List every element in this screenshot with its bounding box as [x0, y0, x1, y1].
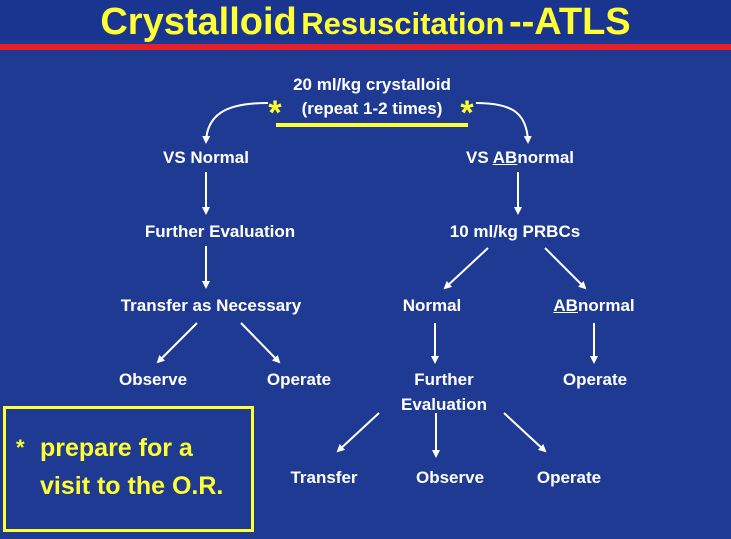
- node-transfer: Transfer: [290, 468, 358, 487]
- title-part-3: --ATLS: [508, 1, 631, 43]
- asterisk-right: *: [460, 94, 474, 132]
- title-bar: [0, 0, 731, 40]
- node-vs-abnormal: VS ABnormal: [466, 147, 574, 169]
- node-further-line2: Evaluation: [401, 395, 487, 414]
- node-further-line1: Further: [414, 370, 474, 389]
- vs-abnormal-prefix: VS: [465, 148, 493, 167]
- node-abnormal: ABnormal: [553, 295, 634, 317]
- arrow-prbcs-to-normal: [443, 247, 489, 290]
- note-text: prepare for a visit to the O.R.: [40, 429, 223, 505]
- node-observe-right: Observe: [415, 468, 485, 487]
- arrow-root-to-right: [475, 102, 532, 144]
- node-root-line2: (repeat 1-2 times): [301, 99, 443, 118]
- note-asterisk: *: [16, 435, 25, 460]
- node-transfer-as-necessary: Transfer as Necessary: [120, 296, 302, 315]
- title-divider: [0, 44, 731, 50]
- arrow-transfer-to-operate: [240, 322, 281, 364]
- node-operate-abnormal: Operate: [562, 370, 628, 389]
- node-observe-left: Observe: [118, 370, 188, 389]
- arrow-prbcs-to-abnormal: [544, 247, 587, 290]
- note-line-2: visit to the O.R.: [40, 472, 224, 500]
- node-vs-normal: VS Normal: [163, 148, 249, 167]
- node-normal: Normal: [402, 296, 462, 315]
- asterisk-left: *: [268, 94, 282, 132]
- node-operate-left: Operate: [266, 370, 332, 389]
- arrow-further-to-transfer-2: [336, 412, 380, 453]
- title-part-1: Crystalloid: [100, 1, 297, 43]
- node-further-evaluation: Further Evaluation: [144, 222, 296, 241]
- arrow-root-to-left: [202, 102, 269, 144]
- page-title: Crystalloid Resuscitation --ATLS: [0, 2, 731, 50]
- node-prbcs: 10 ml/kg PRBCs: [449, 222, 581, 241]
- vs-abnormal-suffix: normal: [517, 148, 575, 167]
- title-part-2: Resuscitation: [301, 6, 505, 41]
- node-root-line1: 20 ml/kg crystalloid: [293, 75, 451, 94]
- note-line-1: prepare for a: [40, 434, 193, 462]
- arrow-transfer-to-observe: [156, 322, 198, 364]
- note-box: * prepare for a visit to the O.R.: [3, 406, 254, 532]
- arrow-further-to-operate-2: [503, 412, 547, 453]
- abnormal-ab: AB: [553, 296, 578, 315]
- root-highlight-bar: [276, 123, 468, 127]
- abnormal-suffix: normal: [577, 296, 635, 315]
- node-operate-right: Operate: [536, 468, 602, 487]
- vs-abnormal-ab: AB: [492, 148, 518, 167]
